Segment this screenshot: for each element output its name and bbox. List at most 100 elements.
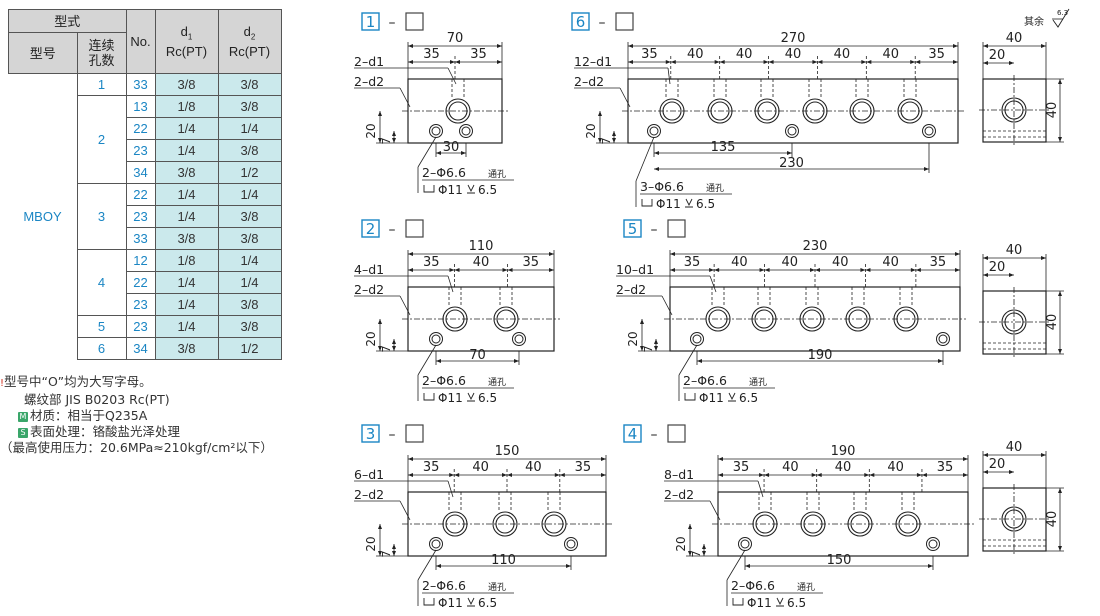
d1-cell: 1/4: [154, 139, 219, 162]
total-dimension-arrow-left: [408, 457, 413, 461]
hole-note-suffix: 通孔: [488, 377, 506, 388]
total-length: 110: [469, 239, 494, 254]
segment-dimension-arrow-left: [454, 268, 460, 272]
pitch-dimension-arrow-right: [938, 359, 943, 363]
d1-subscript: 1: [187, 32, 193, 42]
segment-length: 35: [423, 47, 440, 62]
d1-cell: 1/4: [154, 205, 219, 228]
segment-dimension-arrow-right: [963, 473, 968, 477]
d1-cell: 1/4: [154, 271, 219, 294]
segment-dimension-arrow-right: [709, 268, 715, 272]
total-dimension-arrow-right: [955, 252, 960, 256]
port-outer: [799, 306, 825, 332]
depth-icon: [685, 198, 693, 208]
hole-note-suffix: 通孔: [706, 183, 724, 194]
d1-cell: 3/8: [154, 337, 219, 360]
port-outer: [492, 511, 518, 537]
port-outer: [893, 306, 919, 332]
height-dimension-7-arrow-bottom: [392, 551, 396, 556]
height-dimension-20-arrow-top: [378, 524, 382, 529]
height-7: 7: [642, 346, 655, 353]
surface-text: 表面处理：铬酸盐光泽处理: [30, 424, 181, 439]
height-7: 7: [690, 551, 703, 558]
port-count-leader-2: [667, 67, 671, 85]
segment-length: 40: [785, 47, 802, 62]
segment-dimension-arrow-left: [670, 268, 675, 272]
side-half: 20: [989, 457, 1006, 472]
port-outer: [445, 98, 471, 124]
side-height-dimension-arrow-top: [1058, 79, 1062, 84]
mount-pitch: 30: [443, 140, 460, 155]
counterbore-icon: [423, 598, 435, 606]
port-outer: [895, 511, 921, 537]
surface-finish-value: 6.3: [1057, 9, 1068, 17]
drawing-option-box: [405, 219, 424, 238]
pitch-dimension-arrow-right: [787, 151, 792, 155]
segment-dimension-arrow-left: [670, 60, 676, 64]
side-width: 40: [1006, 440, 1023, 455]
surface-badge-icon: S: [18, 428, 28, 438]
segment-dimension-arrow-left: [719, 60, 725, 64]
segment-dimension-arrow-right: [864, 473, 870, 477]
mount-pitch-2: 230: [779, 156, 804, 171]
segment-dimension-arrow-right: [449, 473, 455, 477]
mount-hole-outer: [926, 537, 940, 551]
segment-dimension-arrow-left: [454, 473, 460, 477]
port-count-label: 8–d1: [664, 467, 694, 482]
segment-dimension-arrow-right: [554, 473, 560, 477]
pitch-dimension-arrow-left: [436, 359, 441, 363]
segment-dimension-arrow-right: [910, 60, 916, 64]
total-dimension-arrow-right: [497, 44, 502, 48]
side-height-dimension-arrow-bottom: [1058, 349, 1062, 354]
d1-header: d1 Rc(PT): [154, 9, 219, 74]
port-outer: [705, 306, 731, 332]
port-outer: [493, 306, 519, 332]
port-outer: [442, 306, 468, 332]
segment-dimension-arrow-right: [450, 60, 455, 64]
segment-dimension-arrow-left: [559, 473, 565, 477]
drawing-number: 2: [366, 220, 376, 238]
side-port-leader-2: [399, 500, 411, 521]
port-outer: [442, 511, 468, 537]
drawing-dash: –: [389, 427, 396, 443]
counterbore-depth: 6.5: [739, 391, 758, 405]
drawing-number-box: [571, 12, 590, 31]
d1-cell: 3/8: [154, 227, 219, 250]
side-half-dimension-arrow-left: [983, 470, 988, 474]
counterbore-depth: 6.5: [478, 391, 497, 405]
side-port-outer: [1001, 97, 1027, 123]
hole-note-suffix: 通孔: [488, 582, 506, 593]
segment-dimension-arrow-left: [507, 268, 513, 272]
drawing-dash: –: [389, 15, 396, 31]
segment-dimension-arrow-right: [811, 473, 817, 477]
mount-pitch: 70: [469, 348, 486, 363]
count-cell: 2: [76, 95, 127, 184]
segment-dimension-arrow-left: [815, 268, 820, 272]
side-width-dimension-arrow-right: [1041, 44, 1046, 48]
segment-dimension-arrow-left: [718, 473, 723, 477]
segment-dimension-arrow-right: [502, 473, 507, 477]
drawing-dash: –: [389, 222, 396, 238]
counterbore-depth: 6.5: [478, 183, 497, 197]
segment-dimension-arrow-left: [764, 473, 770, 477]
count-header: 连续 孔数: [76, 32, 127, 74]
count-cell: 6: [76, 337, 127, 360]
segment-dimension-arrow-left: [915, 60, 921, 64]
drawing-dash: –: [651, 427, 658, 443]
drawing-number: 5: [628, 220, 638, 238]
segment-length: 40: [832, 255, 849, 270]
pitch-dimension-arrow-left: [697, 359, 702, 363]
segment-dimension-arrow-right: [759, 268, 765, 272]
hole-leader: [417, 136, 437, 168]
height-dimension-20-arrow-bottom: [378, 138, 382, 143]
segment-length: 40: [731, 255, 748, 270]
side-port-label: 2–d2: [616, 282, 646, 297]
pitch-dimension-arrow-left: [436, 151, 441, 155]
height-dimension-20-arrow-bottom: [378, 551, 382, 556]
total-length: 70: [447, 31, 464, 46]
